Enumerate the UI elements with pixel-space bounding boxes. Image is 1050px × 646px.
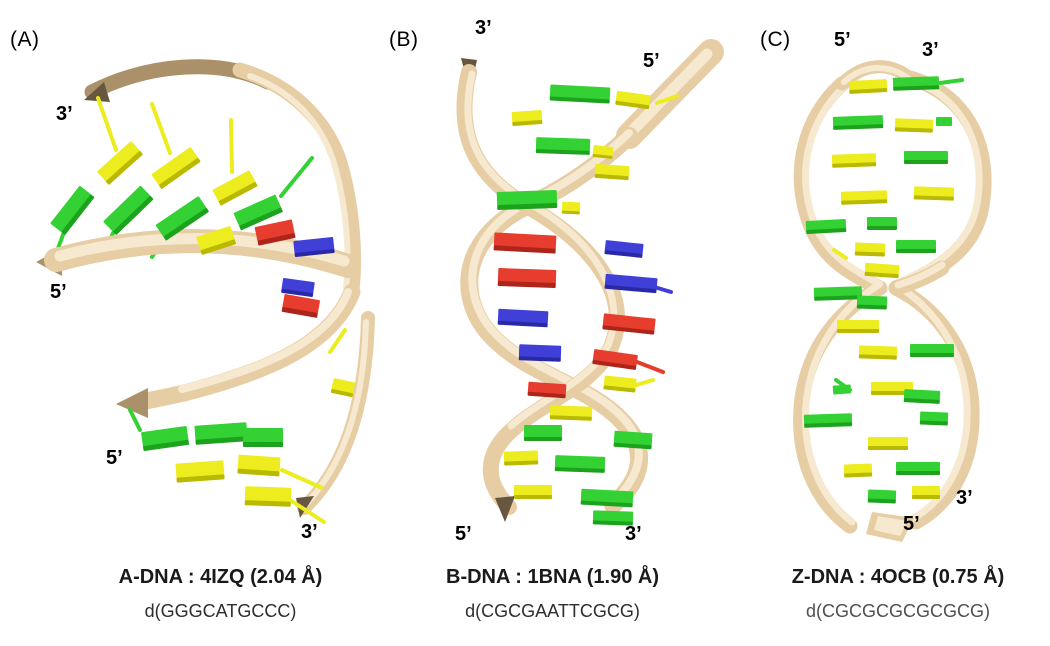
panel-a-sequence: d(GGGCATGCCC)	[144, 601, 297, 621]
panel-c-terminal-3prime-top: 3’	[922, 39, 939, 61]
panel-b-terminal-5prime-bottom: 5’	[455, 523, 472, 545]
panel-a-terminal-5prime-left: 5’	[50, 281, 67, 303]
panel-c-terminal-5prime-bottom: 5’	[903, 513, 920, 535]
panel-c-dna: (C) 5’ 3’ 3’ 5’ Z-DNA : 4OCB (0.75 Å) d(…	[730, 0, 1050, 646]
panel-a-terminal-5prime-bottom: 5’	[106, 447, 123, 469]
b-dna-ribbon-model	[456, 39, 724, 526]
panel-a-tag: (A)	[10, 28, 40, 51]
panel-b-terminal-3prime-bottom: 3’	[625, 523, 642, 545]
panel-b-terminal-5prime-top: 5’	[643, 50, 660, 72]
panel-c-terminal-5prime-top: 5’	[834, 29, 851, 51]
panel-a-terminal-3prime-top: 3’	[56, 103, 73, 125]
panel-a-dna: (A) 3’ 5’ 5’ 3’ A-DNA : 4IZQ (2.04 Å) d(…	[0, 0, 375, 646]
a-dna-ribbon-model	[36, 59, 375, 524]
panel-c-terminal-3prime-bottom: 3’	[956, 487, 973, 509]
panel-c-caption: Z-DNA : 4OCB (0.75 Å)	[791, 566, 1005, 588]
panel-a-caption: A-DNA : 4IZQ (2.04 Å)	[118, 566, 323, 588]
panel-b-dna: (B) 3’ 5’ 5’ 3’ B-DNA : 1BNA (1.90 Å) d(…	[375, 0, 730, 646]
z-dna-ribbon-model	[793, 60, 992, 542]
panel-a-terminal-3prime-bottom: 3’	[301, 521, 318, 543]
panel-b-tag: (B)	[389, 28, 419, 51]
panel-b-terminal-3prime-top: 3’	[475, 17, 492, 39]
panel-c-tag: (C)	[760, 28, 791, 51]
panel-b-sequence: d(CGCGAATTCGCG)	[465, 601, 640, 621]
panel-b-caption: B-DNA : 1BNA (1.90 Å)	[446, 566, 659, 588]
panel-c-sequence: d(CGCGCGCGCGCG)	[806, 601, 990, 621]
